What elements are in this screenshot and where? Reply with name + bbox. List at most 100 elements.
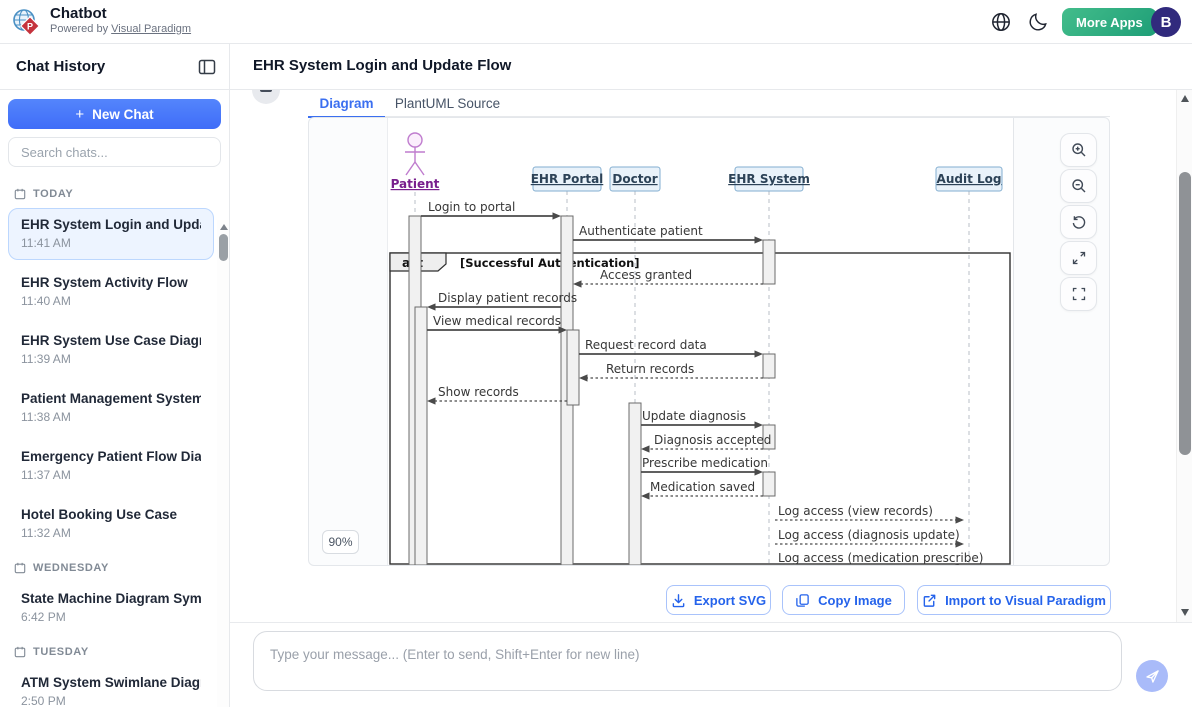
visual-paradigm-link[interactable]: Visual Paradigm bbox=[111, 23, 192, 35]
diagram-actions: Export SVG Copy Image Import to Visual Par… bbox=[230, 585, 1176, 615]
chat-title: EHR System Use Case Diagram bbox=[21, 333, 201, 348]
sidebar-scrollbar-thumb[interactable] bbox=[219, 234, 228, 261]
svg-text:Access granted: Access granted bbox=[600, 268, 692, 282]
svg-text:Request record data: Request record data bbox=[585, 338, 707, 352]
chat-timestamp: 2:50 PM bbox=[21, 694, 66, 707]
chat-timestamp: 11:40 AM bbox=[21, 294, 71, 308]
import-to-visual-paradigm-button[interactable]: Import to Visual Paradigm bbox=[917, 585, 1111, 615]
chat-history-list: TODAY EHR System Login and Upda... 11:41 A… bbox=[0, 176, 217, 707]
svg-text:Return records: Return records bbox=[606, 362, 694, 376]
zoom-level-badge: 90% bbox=[322, 530, 359, 554]
fullscreen-icon bbox=[1071, 286, 1087, 302]
calendar-icon bbox=[14, 188, 26, 200]
search-input[interactable] bbox=[8, 137, 221, 167]
chat-area: Diagram PlantUML Source Patient EHR Portal… bbox=[230, 90, 1176, 622]
chat-title: EHR System Login and Upda... bbox=[21, 217, 201, 232]
zoom-controls bbox=[1060, 133, 1097, 313]
reset-view-icon bbox=[1071, 214, 1087, 230]
chat-timestamp: 11:32 AM bbox=[21, 526, 71, 540]
scroll-up-arrow-icon[interactable] bbox=[1181, 95, 1189, 102]
chat-timestamp: 11:37 AM bbox=[21, 468, 71, 482]
section-label: TODAY bbox=[8, 182, 214, 206]
chat-timestamp: 6:42 PM bbox=[21, 610, 66, 624]
svg-text:Patient: Patient bbox=[391, 177, 440, 191]
zoom-in-icon bbox=[1071, 142, 1087, 158]
chat-list-item[interactable]: Hotel Booking Use Case 11:32 AM bbox=[8, 498, 214, 550]
chat-title: EHR System Activity Flow bbox=[21, 275, 188, 290]
svg-text:Diagnosis accepted: Diagnosis accepted bbox=[654, 433, 771, 447]
copy-icon bbox=[795, 593, 810, 608]
svg-text:Update diagnosis: Update diagnosis bbox=[642, 409, 746, 423]
section-label: WEDNESDAY bbox=[8, 556, 214, 580]
more-apps-button[interactable]: More Apps bbox=[1062, 8, 1157, 36]
export-svg-button[interactable]: Export SVG bbox=[666, 585, 771, 615]
svg-text:Audit Log: Audit Log bbox=[937, 172, 1002, 186]
powered-by: Powered by Visual Paradigm bbox=[50, 23, 192, 35]
tab-bar: Diagram PlantUML Source bbox=[308, 90, 1110, 118]
send-button[interactable] bbox=[1136, 660, 1168, 692]
main-header: EHR System Login and Update Flow bbox=[230, 44, 1192, 90]
copy-image-button[interactable]: Copy Image bbox=[782, 585, 905, 615]
chat-title: Patient Management System... bbox=[21, 391, 201, 406]
expand-button[interactable] bbox=[1060, 241, 1097, 275]
globe-icon[interactable] bbox=[990, 11, 1012, 33]
chat-list-item[interactable]: Patient Management System...11:38 AM bbox=[8, 382, 214, 434]
chat-timestamp: 11:41 AM bbox=[21, 236, 71, 250]
plus-icon: + bbox=[75, 105, 85, 123]
main-scrollbar[interactable] bbox=[1176, 90, 1192, 622]
chat-list-item[interactable]: Emergency Patient Flow Dia... 11:37 AM bbox=[8, 440, 214, 492]
tab-diagram[interactable]: Diagram bbox=[308, 90, 385, 118]
zoom-out-icon bbox=[1071, 178, 1087, 194]
sidebar-header: Chat History bbox=[0, 44, 229, 90]
svg-text:View medical records: View medical records bbox=[433, 314, 561, 328]
expand-icon bbox=[1071, 250, 1087, 266]
fullscreen-button[interactable] bbox=[1060, 277, 1097, 311]
chat-list-item[interactable]: EHR System Use Case Diagram11:39 AM bbox=[8, 324, 214, 376]
chat-history-title: Chat History bbox=[16, 58, 106, 75]
page-title: EHR System Login and Update Flow bbox=[253, 57, 512, 74]
chat-title: ATM System Swimlane Diagr... bbox=[21, 675, 201, 690]
svg-text:Medication saved: Medication saved bbox=[650, 480, 755, 494]
svg-text:EHR Portal: EHR Portal bbox=[531, 172, 604, 186]
svg-text:Authenticate patient: Authenticate patient bbox=[579, 224, 703, 238]
svg-text:Display patient records: Display patient records bbox=[438, 291, 577, 305]
svg-text:Log access (medication prescri: Log access (medication prescribe) bbox=[778, 551, 983, 565]
chat-list-item[interactable]: EHR System Login and Upda... 11:41 AM bbox=[8, 208, 214, 260]
user-avatar[interactable]: B bbox=[1151, 7, 1181, 37]
reset-view-button[interactable] bbox=[1060, 205, 1097, 239]
collapse-sidebar-icon[interactable] bbox=[197, 57, 217, 77]
svg-text:[Successful Authentication]: [Successful Authentication] bbox=[460, 256, 640, 270]
bot-avatar-glyph bbox=[260, 90, 272, 92]
zoom-in-button[interactable] bbox=[1060, 133, 1097, 167]
svg-text:Prescribe medication: Prescribe medication bbox=[642, 456, 768, 470]
main-scrollbar-thumb[interactable] bbox=[1179, 172, 1191, 455]
chat-list-item[interactable]: EHR System Activity Flow 11:40 AM bbox=[8, 266, 214, 318]
new-chat-button[interactable]: +New Chat bbox=[8, 99, 221, 129]
chat-title: Hotel Booking Use Case bbox=[21, 507, 178, 522]
external-link-icon bbox=[922, 593, 937, 608]
calendar-icon bbox=[14, 646, 26, 658]
scroll-up-arrow-icon[interactable] bbox=[220, 224, 228, 230]
moon-icon[interactable] bbox=[1027, 11, 1049, 33]
svg-text:Doctor: Doctor bbox=[612, 172, 657, 186]
svg-text:P: P bbox=[27, 22, 33, 32]
chat-list-item[interactable]: State Machine Diagram Sym...6:42 PM bbox=[8, 582, 214, 634]
section-label: TUESDAY bbox=[8, 640, 214, 664]
svg-text:Log access (view records): Log access (view records) bbox=[778, 504, 933, 518]
tab-plantuml-source[interactable]: PlantUML Source bbox=[394, 96, 501, 111]
svg-text:Log access (diagnosis update): Log access (diagnosis update) bbox=[778, 528, 960, 542]
send-icon bbox=[1144, 668, 1161, 685]
sidebar-scrollbar[interactable] bbox=[217, 220, 229, 707]
message-input-bar bbox=[230, 622, 1192, 707]
svg-text:Show records: Show records bbox=[438, 385, 519, 399]
scroll-down-arrow-icon[interactable] bbox=[1181, 609, 1189, 616]
calendar-icon bbox=[14, 562, 26, 574]
chat-title: Emergency Patient Flow Dia... bbox=[21, 449, 201, 464]
zoom-out-button[interactable] bbox=[1060, 169, 1097, 203]
message-input[interactable] bbox=[253, 631, 1122, 691]
chat-list-item[interactable]: ATM System Swimlane Diagr... 2:50 PM bbox=[8, 666, 214, 707]
